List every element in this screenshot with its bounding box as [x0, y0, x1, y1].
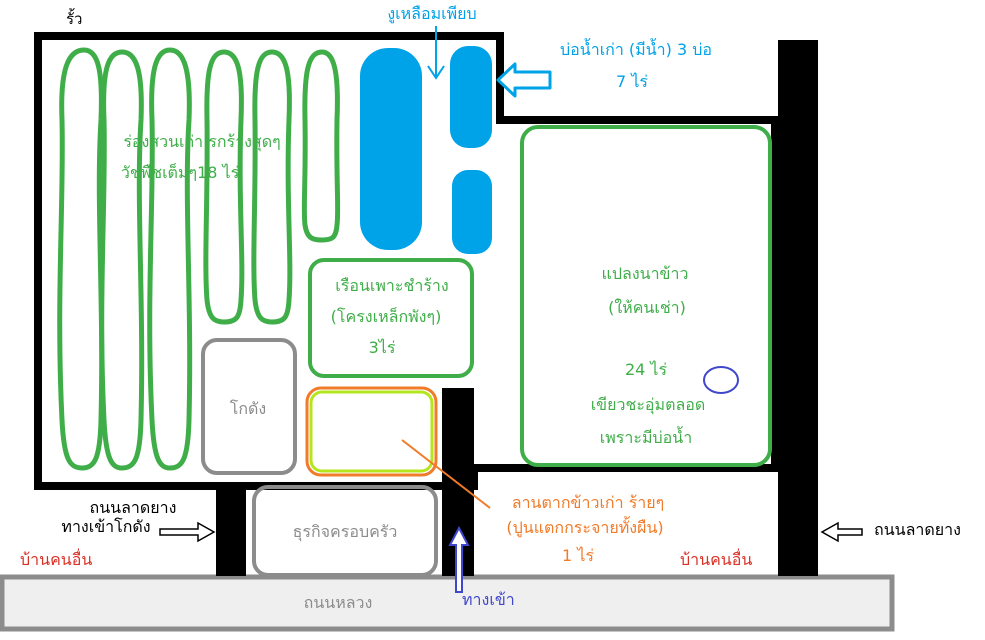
- nursery-label-line1: เรือนเพาะชำร้าง: [335, 276, 449, 295]
- left-road-label-line2: ทางเข้าโกดัง: [61, 517, 151, 536]
- neighbor-right-label: บ้านคนอื่น: [680, 550, 753, 569]
- yard-label-line3: 1 ไร่: [562, 546, 594, 565]
- snake-pointer-head: [427, 65, 445, 80]
- snake-label: งูเหลือมเพียบ: [387, 4, 477, 23]
- entrance-arrow: [448, 525, 470, 593]
- entrance-label: ทางเข้า: [462, 590, 515, 609]
- rice-field-well-marker: [703, 366, 739, 394]
- pond-top: [450, 46, 492, 148]
- ditch-5: [251, 49, 293, 325]
- garden-label-line2: วัชพืชเต็มๆ18 ไร่: [120, 163, 240, 182]
- right-road-label: ถนนลาดยาง: [874, 520, 961, 539]
- warehouse-road-arrow: [159, 521, 216, 543]
- ditch-3: [147, 47, 193, 471]
- drying-yard-inner: [309, 390, 434, 473]
- warehouse-label: โกดัง: [229, 399, 267, 418]
- old-garden-ditches: [57, 47, 341, 471]
- rice-label-line5: เพราะมีบ่อน้ำ: [599, 428, 693, 447]
- main-road-label: ถนนหลวง: [303, 593, 373, 612]
- nursery-label-line2: (โครงเหล็กพังๆ): [330, 307, 442, 326]
- nursery-area: [308, 258, 474, 378]
- warehouse-area: [201, 338, 297, 475]
- rice-label-line1: แปลงนาข้าว: [601, 264, 689, 283]
- rice-label-line2: (ให้คนเช่า): [608, 298, 686, 317]
- ditch-4: [203, 49, 245, 325]
- boundary-wall-right: [778, 40, 818, 576]
- family-business-label: ธุรกิจครอบครัว: [292, 522, 398, 541]
- ponds-pointer-arrow: [496, 62, 552, 98]
- rice-label-line4: เขียวชะอุ่มตลอด: [590, 395, 706, 414]
- drying-yard-outer: [305, 386, 438, 477]
- boundary-wall-left: [216, 484, 246, 576]
- ditch-2: [99, 49, 145, 471]
- neighbor-left-label: บ้านคนอื่น: [20, 550, 93, 569]
- right-road-arrow: [820, 521, 863, 543]
- ditch-1: [57, 47, 105, 471]
- rice-label-line3: 24 ไร่: [624, 360, 668, 379]
- fence-label: รั้ว: [66, 10, 83, 28]
- family-business-area: [252, 485, 438, 577]
- rice-field: [520, 125, 772, 467]
- garden-label-line1: ร่องสวนเก่า รกร้างสุดๆ: [123, 132, 281, 151]
- nursery-label-line3: 3ไร่: [368, 338, 396, 357]
- yard-pointer-line: [401, 439, 491, 509]
- pond-bottom: [452, 170, 492, 254]
- ponds-label-line1: บ่อน้ำเก่า (มีน้ำ) 3 บ่อ: [560, 40, 712, 59]
- pond-large: [360, 48, 422, 250]
- yard-label-line1: ลานตากข้าวเก่า ร้ายๆ: [511, 493, 665, 512]
- ditch-6: [301, 49, 341, 243]
- main-road: [0, 574, 895, 632]
- yard-label-line2: (ปูนแตกกระจายทั้งผืน): [506, 518, 664, 537]
- left-road-label-line1: ถนนลาดยาง: [89, 498, 177, 517]
- ponds-label-line2: 7 ไร่: [616, 72, 648, 91]
